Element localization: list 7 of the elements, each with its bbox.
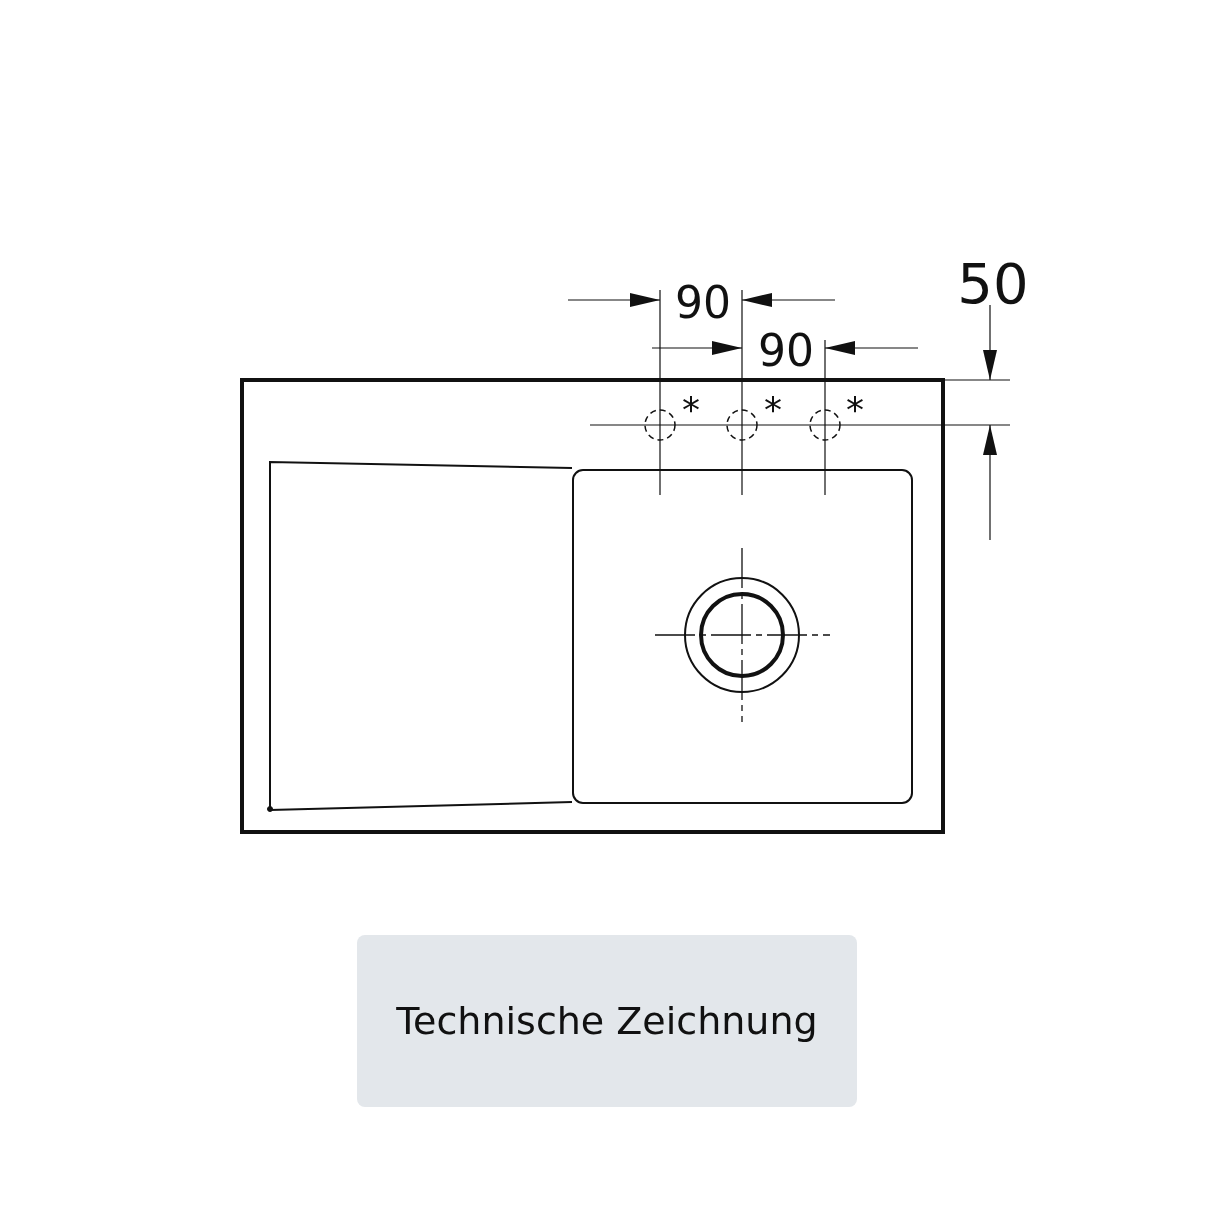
footnote-mark: * xyxy=(846,392,864,428)
dimension-label: 90 xyxy=(758,329,814,373)
caption-text: Technische Zeichnung xyxy=(396,999,818,1043)
footnote-mark: * xyxy=(682,392,700,428)
dimension-label: 90 xyxy=(675,281,731,325)
dimension-label: 50 xyxy=(957,256,1029,312)
footnote-mark: * xyxy=(764,392,782,428)
